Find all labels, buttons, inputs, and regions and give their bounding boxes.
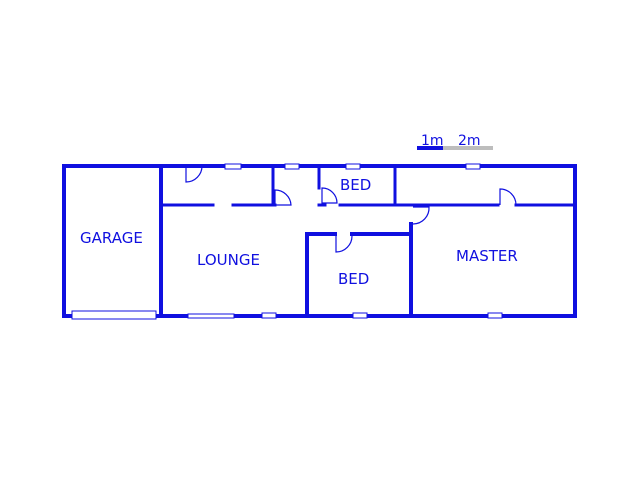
scale-segment-light: [443, 146, 493, 150]
window-top-2: [284, 163, 300, 170]
window-bottom-4: [487, 312, 503, 319]
door-closet: [274, 189, 292, 206]
scale-segment-dark: [417, 146, 443, 150]
scale-label-2m: 2m: [458, 133, 481, 149]
doors: [185, 165, 517, 253]
room-label-bed-top: BED: [340, 176, 371, 194]
window-bottom-2: [261, 312, 277, 319]
scale-bar: 1m 2m: [417, 133, 493, 150]
window-top-1: [224, 163, 242, 170]
window-bottom-1: [187, 313, 235, 319]
door-top-right: [499, 188, 517, 206]
door-bed-top: [321, 187, 338, 204]
room-label-bed-bottom: BED: [338, 270, 369, 288]
room-label-garage: GARAGE: [80, 229, 143, 247]
window-bottom-3: [352, 312, 368, 319]
window-top-4: [465, 163, 481, 170]
garage-door: [71, 310, 157, 320]
room-label-master: MASTER: [456, 247, 518, 265]
door-bed-bottom: [335, 235, 353, 253]
scale-label-1m: 1m: [421, 133, 444, 149]
interior-walls: [159, 164, 577, 318]
window-top-3: [345, 163, 361, 170]
door-top-left: [185, 165, 203, 183]
door-master: [412, 206, 430, 225]
room-label-lounge: LOUNGE: [197, 251, 260, 269]
windows: [71, 163, 503, 320]
